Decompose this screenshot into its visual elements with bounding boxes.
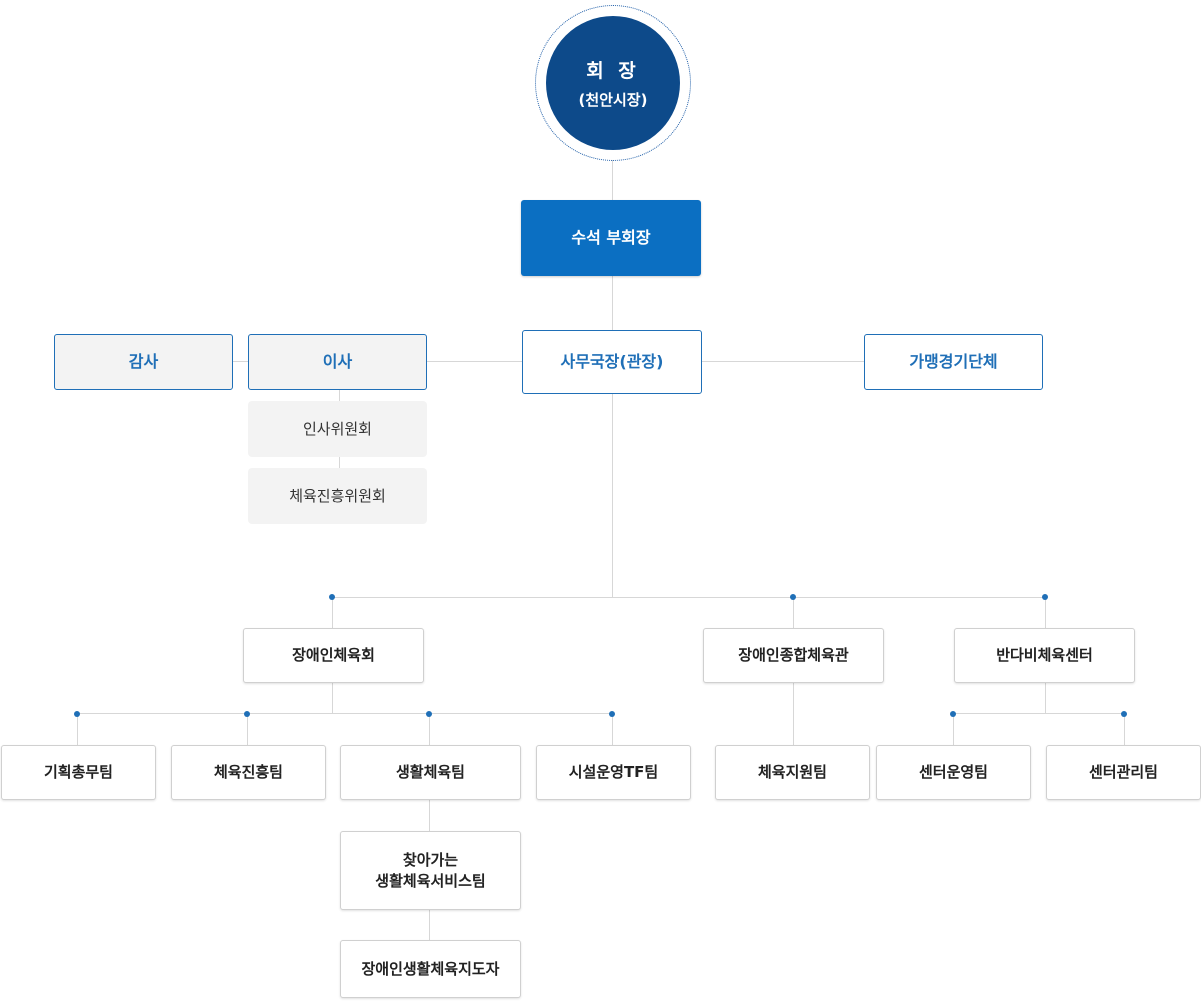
division-complex: 장애인종합체육관	[703, 628, 884, 683]
connector	[429, 910, 430, 940]
connector	[1045, 597, 1046, 628]
secretary-general-node: 사무국장(관장)	[522, 330, 702, 394]
connector	[332, 597, 1045, 598]
connector	[429, 800, 430, 831]
connector	[429, 713, 430, 745]
member-org-node: 가맹경기단체	[864, 334, 1043, 390]
auditor-node: 감사	[54, 334, 233, 390]
junction-dot	[790, 594, 796, 600]
team-sports-support: 체육지원팀	[715, 745, 870, 800]
connector	[77, 713, 78, 745]
division-bandabi: 반다비체육센터	[954, 628, 1135, 683]
committee-personnel: 인사위원회	[248, 401, 427, 457]
chair-node: 회 장 (천안시장)	[546, 16, 680, 150]
division-association: 장애인체육회	[243, 628, 424, 683]
connector	[953, 713, 954, 745]
junction-dot	[950, 711, 956, 717]
chair-title: 회 장	[586, 60, 640, 82]
team-lifelong-sports: 생활체육팀	[340, 745, 521, 800]
team-instructors: 장애인생활체육지도자	[340, 940, 521, 998]
director-node: 이사	[248, 334, 427, 390]
connector	[793, 683, 794, 745]
connector	[702, 361, 864, 362]
junction-dot	[426, 711, 432, 717]
team-planning: 기획총무팀	[1, 745, 156, 800]
connector	[427, 361, 522, 362]
junction-dot	[1042, 594, 1048, 600]
connector	[1124, 713, 1125, 745]
junction-dot	[1121, 711, 1127, 717]
team-center-operation: 센터운영팀	[876, 745, 1031, 800]
connector	[233, 361, 249, 362]
team-center-management: 센터관리팀	[1046, 745, 1201, 800]
chair-ring	[535, 5, 691, 161]
team-outreach-service: 찾아가는 생활체육서비스팀	[340, 831, 521, 910]
connector	[332, 683, 333, 714]
team-facility-tf: 시설운영TF팀	[536, 745, 691, 800]
junction-dot	[329, 594, 335, 600]
connector	[612, 276, 613, 330]
junction-dot	[244, 711, 250, 717]
junction-dot	[74, 711, 80, 717]
connector	[332, 597, 333, 628]
connector	[953, 713, 1124, 714]
vice-chair-node: 수석 부회장	[521, 200, 701, 276]
connector	[793, 597, 794, 628]
connector	[612, 713, 613, 745]
committee-sports-promotion: 체육진흥위원회	[248, 468, 427, 524]
connector	[77, 713, 613, 714]
connector	[612, 160, 613, 200]
chair-subtitle: (천안시장)	[578, 91, 648, 109]
team-sports-promotion: 체육진흥팀	[171, 745, 326, 800]
connector	[247, 713, 248, 745]
connector	[612, 394, 613, 598]
connector	[1045, 683, 1046, 714]
junction-dot	[609, 711, 615, 717]
